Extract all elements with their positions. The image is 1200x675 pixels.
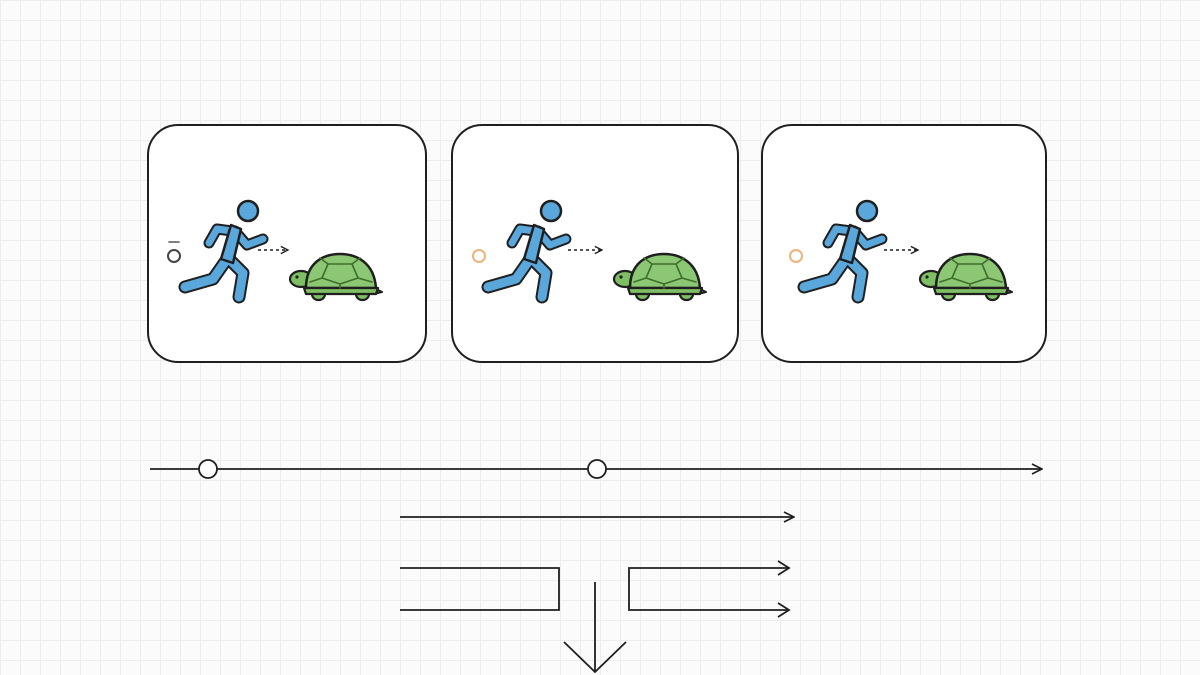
- scene-frame-1: [147, 124, 427, 363]
- timeline-axis: [150, 459, 1042, 479]
- scene-frame-2: [451, 124, 739, 363]
- scene-frame-3: [761, 124, 1047, 363]
- start-marker-orange: [472, 249, 486, 263]
- timeline-point-2: [587, 459, 607, 479]
- start-marker-orange: [789, 249, 803, 263]
- arrowhead: [777, 602, 791, 618]
- start-marker-dark: [167, 241, 181, 263]
- timeline-point-1: [198, 459, 218, 479]
- split-bracket-left: [400, 567, 560, 611]
- down-arrowhead: [563, 641, 627, 674]
- flow-arrows: [400, 517, 794, 674]
- arrowhead: [777, 560, 791, 576]
- split-bracket-right: [628, 567, 789, 611]
